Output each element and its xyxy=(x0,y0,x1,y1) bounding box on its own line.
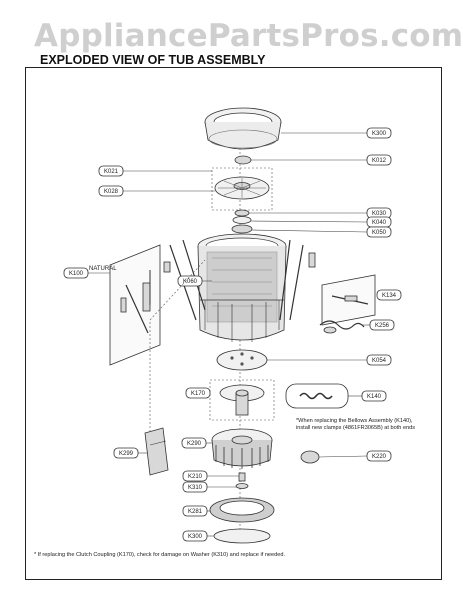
drain-bracket xyxy=(144,427,169,476)
label-k310: K310 xyxy=(188,485,203,491)
bellows-icon xyxy=(299,392,333,400)
coupling-nut xyxy=(300,450,320,464)
diagram-frame xyxy=(25,67,442,580)
stator xyxy=(209,497,275,523)
right-suspension-box xyxy=(321,274,376,326)
label-k140: K140 xyxy=(367,394,382,400)
label-k054: K054 xyxy=(372,358,387,364)
label-k220: K220 xyxy=(372,454,387,460)
washer xyxy=(232,216,252,224)
clutch-coupling xyxy=(219,384,265,416)
rotor xyxy=(211,428,273,469)
label-k100: K100 xyxy=(69,271,84,277)
bellows-note-line1: *When replacing the Bellows Assembly (K1… xyxy=(296,418,413,424)
rotor-cover xyxy=(213,528,271,544)
right-suspension xyxy=(279,239,316,321)
bellows-note-line2: install new clamps (4861FR3065B) at both… xyxy=(296,425,415,431)
label-k028: K028 xyxy=(104,189,119,195)
label-k300: K300 xyxy=(372,131,387,137)
label-k021: K021 xyxy=(104,169,119,175)
pulsator xyxy=(214,176,270,200)
natural-suspension-box xyxy=(109,244,161,366)
label-k040: K040 xyxy=(372,220,387,226)
label-k050: K050 xyxy=(372,230,387,236)
page-title: EXPLODED VIEW OF TUB ASSEMBLY xyxy=(40,53,266,67)
rotor-bolt xyxy=(238,472,246,482)
label-k299: K299 xyxy=(119,451,134,457)
label-k012: K012 xyxy=(372,158,387,164)
label-k134: K134 xyxy=(382,293,397,299)
wire-harness xyxy=(319,320,365,334)
seal xyxy=(231,224,253,234)
label-natural: NATURAL xyxy=(89,266,117,272)
watermark: AppliancePartsPros.com xyxy=(34,18,463,54)
label-k060: K060 xyxy=(183,279,198,285)
tub-cover xyxy=(204,107,282,150)
label-k210: K210 xyxy=(188,474,203,480)
label-k300-bottom: K300 xyxy=(188,534,203,540)
label-k256: K256 xyxy=(375,323,390,329)
outer-tub xyxy=(197,233,287,342)
rotor-washer xyxy=(235,483,249,489)
label-k290: K290 xyxy=(187,441,202,447)
label-k170: K170 xyxy=(191,391,206,397)
label-k030: K030 xyxy=(372,211,387,217)
footnote: * If replacing the Clutch Coupling (K170… xyxy=(34,552,285,558)
pulsator-cap xyxy=(234,155,252,165)
nut xyxy=(234,209,250,217)
label-k281: K281 xyxy=(188,509,203,515)
